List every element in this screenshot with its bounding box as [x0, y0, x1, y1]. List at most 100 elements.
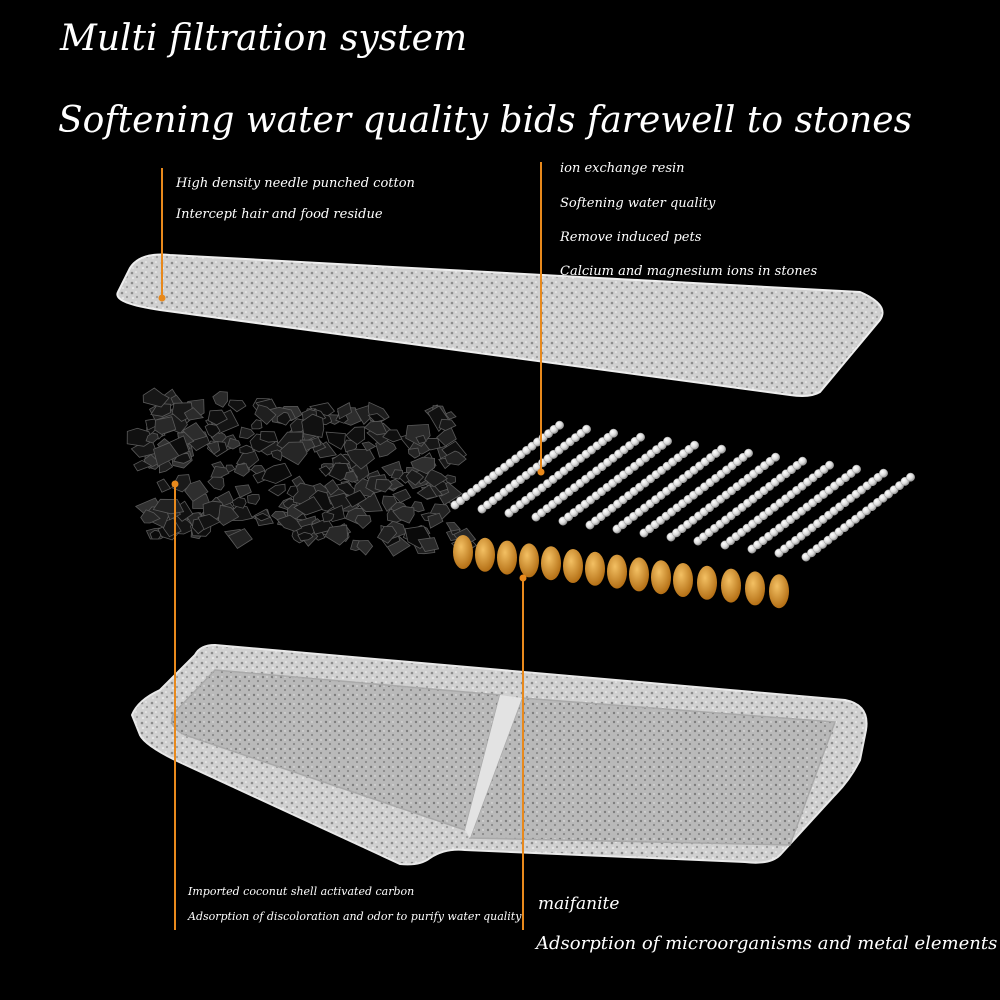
resin-bead: [582, 424, 591, 434]
carbon-caption-line2: Adsorption of discoloration and odor to …: [188, 910, 522, 923]
resin-amber-bead: [697, 565, 717, 600]
carbon-granule: [254, 404, 277, 425]
carbon-granule: [337, 401, 352, 420]
cotton-caption-line1: High density needle punched cotton: [176, 176, 415, 191]
carbon-granule: [251, 419, 263, 430]
carbon-granule: [346, 448, 376, 470]
resin-bead: [906, 472, 915, 482]
carbon-granule: [239, 444, 255, 455]
maifanite-leader-dot: [519, 574, 527, 582]
carbon-granule: [261, 462, 293, 484]
resin-leader-dot: [537, 468, 545, 476]
resin-amber-bead: [563, 549, 583, 583]
carbon-granule: [267, 483, 286, 497]
carbon-granule: [276, 441, 308, 466]
resin-amber-bead: [475, 537, 495, 572]
cotton-caption-line2: Intercept hair and food residue: [176, 207, 383, 222]
carbon-granule: [206, 440, 221, 455]
carbon-granule: [301, 413, 325, 438]
resin-bead: [771, 452, 780, 462]
carbon-granule: [145, 432, 159, 444]
carbon-granule: [416, 484, 438, 500]
carbon-granule: [436, 424, 457, 447]
carbon-granule: [345, 426, 366, 445]
ion-exchange-resin-layer: [450, 420, 915, 609]
resin-amber-bead: [745, 571, 765, 606]
carbon-granule: [247, 493, 260, 505]
carbon-leader-dot: [171, 480, 179, 488]
carbon-granule: [286, 485, 299, 498]
resin-amber-bead: [651, 560, 671, 595]
carbon-granule: [427, 512, 444, 529]
carbon-granule: [276, 514, 303, 532]
carbon-granule: [415, 434, 427, 444]
carbon-granule: [197, 513, 221, 531]
carbon-granule: [227, 437, 241, 450]
resin-amber-bead: [453, 535, 473, 569]
carbon-granule: [133, 459, 153, 472]
maifanite-caption-line2: Adsorption of microorganisms and metal e…: [536, 933, 998, 954]
carbon-granule: [270, 449, 283, 462]
resin-amber-bead: [721, 568, 741, 603]
carbon-granule: [361, 441, 377, 452]
carbon-granule: [410, 456, 436, 475]
resin-caption-line1: ion exchange resin: [560, 161, 685, 176]
resin-caption-line4: Calcium and magnesium ions in stones: [560, 264, 818, 279]
carbon-granule: [156, 478, 172, 493]
carbon-granule: [152, 498, 185, 515]
resin-bead: [852, 464, 861, 474]
carbon-granule: [344, 471, 359, 483]
carbon-granule: [183, 407, 205, 421]
carbon-granule: [210, 465, 230, 478]
resin-amber-bead: [673, 563, 693, 597]
carbon-granule: [227, 399, 247, 413]
carbon-granule: [405, 469, 425, 486]
carbon-granule: [417, 537, 440, 552]
carbon-granule: [318, 465, 332, 477]
carbon-granule: [233, 463, 250, 477]
carbon-granule: [325, 431, 346, 450]
carbon-granule: [356, 540, 374, 556]
carbon-granule: [381, 495, 398, 513]
carbon-granule: [227, 528, 253, 550]
carbon-granule: [142, 387, 170, 408]
carbon-granule: [382, 429, 403, 443]
carbon-caption-line1: Imported coconut shell activated carbon: [188, 885, 415, 898]
resin-bead: [744, 448, 753, 458]
resin-amber-bead: [629, 557, 649, 592]
cotton-pad-layer: [116, 253, 884, 397]
resin-amber-bead: [519, 543, 539, 578]
carbon-granule: [207, 474, 225, 491]
page-subtitle: Softening water quality bids farewell to…: [58, 100, 913, 141]
carbon-granule: [321, 511, 335, 523]
carbon-granule: [150, 403, 172, 417]
resin-amber-bead: [497, 540, 517, 575]
carbon-granule: [207, 409, 228, 426]
carbon-granule: [424, 468, 448, 488]
resin-bead: [636, 432, 645, 442]
page-title: Multi filtration system: [60, 18, 468, 59]
carbon-granule: [392, 505, 415, 524]
cotton-leader-dot: [158, 294, 166, 302]
resin-bead: [825, 460, 834, 470]
resin-amber-bead: [541, 546, 561, 581]
carbon-granule: [354, 515, 372, 530]
carbon-granule: [204, 423, 221, 438]
carbon-granule: [184, 480, 209, 502]
carbon-granule: [293, 496, 323, 516]
carbon-granule: [324, 524, 349, 546]
resin-caption-line3: Remove induced pets: [560, 230, 702, 245]
resin-caption-line2: Softening water quality: [560, 196, 716, 211]
carbon-granule: [250, 465, 266, 475]
resin-bead: [555, 420, 564, 430]
carbon-granule: [297, 531, 314, 542]
carbon-granule: [438, 418, 457, 431]
carbon-granule: [239, 426, 255, 440]
carbon-granule: [407, 447, 421, 459]
carbon-granule: [259, 431, 279, 443]
carbon-granule: [234, 484, 252, 498]
resin-bead: [717, 444, 726, 454]
resin-bead: [609, 428, 618, 438]
